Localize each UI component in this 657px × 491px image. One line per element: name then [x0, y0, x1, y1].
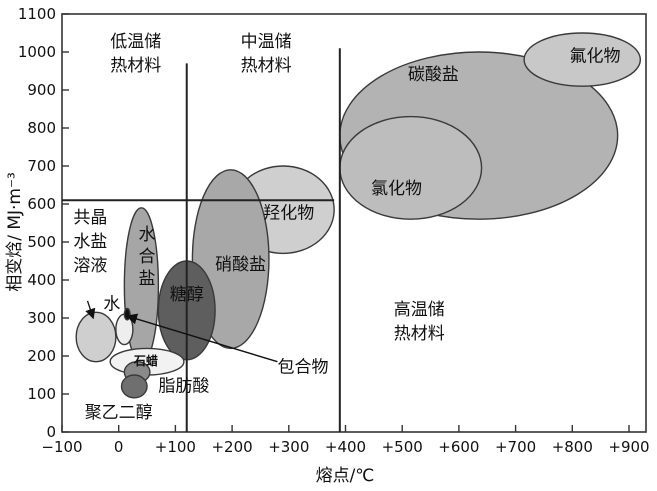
y-tick-label-5: 500 — [27, 233, 56, 251]
zone-dividers — [62, 48, 341, 432]
arrow-eutectic — [85, 300, 96, 320]
y-tick-label-8: 800 — [27, 119, 56, 137]
region-共晶水盐溶液 — [75, 311, 117, 363]
arrow-包合物 — [125, 313, 278, 363]
region-聚乙二醇 — [120, 374, 148, 399]
x-tick-label-3: +200 — [211, 438, 252, 456]
region-氟化物 — [523, 32, 642, 87]
label-氟化物: 氟化物 — [569, 47, 620, 67]
y-axis-title: 相变焓/ MJ·m⁻³ — [5, 172, 25, 292]
x-axis-title: 熔点/℃ — [316, 466, 375, 486]
label-碳酸盐: 碳酸盐 — [408, 65, 459, 85]
label-羟化物: 羟化物 — [263, 204, 314, 224]
plot-frame — [61, 13, 647, 433]
annotations — [85, 300, 278, 363]
label-氯化物: 氯化物 — [371, 179, 422, 199]
x-tick-label-10: +900 — [608, 438, 649, 456]
x-tick-label-5: +400 — [325, 438, 366, 456]
y-tick-label-9: 900 — [27, 81, 56, 99]
y-tick-label-11: 1100 — [18, 5, 56, 23]
x-tick-label-4: +300 — [268, 438, 309, 456]
region-氯化物 — [339, 115, 483, 220]
y-tick-label-0: 0 — [46, 423, 56, 441]
x-tick-label-8: +700 — [495, 438, 536, 456]
zone-label-0: 低温储热材料 — [110, 32, 161, 76]
x-tick-label-1: 0 — [114, 438, 124, 456]
x-tick-label-7: +600 — [438, 438, 479, 456]
y-tick-label-3: 300 — [27, 309, 56, 327]
zone-label-2: 高温储热材料 — [394, 300, 445, 344]
plot-border — [61, 13, 647, 433]
y-tick-label-7: 700 — [27, 157, 56, 175]
label-水: 水 — [103, 295, 120, 315]
x-tick-label-9: +800 — [552, 438, 593, 456]
label-石蜡: 石蜡 — [133, 353, 158, 368]
region-包合物 — [123, 307, 131, 321]
y-axis: 0 100 200 300 400 500 600 700 800 900 1000 1100 — [18, 5, 69, 441]
label-硝酸盐: 硝酸盐 — [215, 255, 266, 275]
label-糖醇: 糖醇 — [170, 285, 204, 305]
y-tick-label-6: 600 — [27, 195, 56, 213]
y-tick-label-10: 1000 — [18, 43, 56, 61]
region-水 — [115, 313, 134, 346]
y-tick-label-4: 400 — [27, 271, 56, 289]
x-tick-label-6: +500 — [382, 438, 423, 456]
y-tick-label-1: 100 — [27, 385, 56, 403]
x-tick-label-2: +100 — [155, 438, 196, 456]
y-tick-label-2: 200 — [27, 347, 56, 365]
label-脂肪酸: 脂肪酸 — [158, 376, 209, 396]
x-tick-label-0: −100 — [41, 438, 82, 456]
zone-label-1: 中温储热材料 — [241, 32, 292, 76]
label-聚乙二醇: 聚乙二醇 — [85, 403, 153, 423]
label-水合盐: 水合盐 — [139, 225, 156, 289]
label-包合物: 包合物 — [277, 357, 328, 377]
material-regions — [75, 32, 642, 399]
label-共晶水盐溶液: 共晶水盐溶液 — [73, 208, 107, 276]
